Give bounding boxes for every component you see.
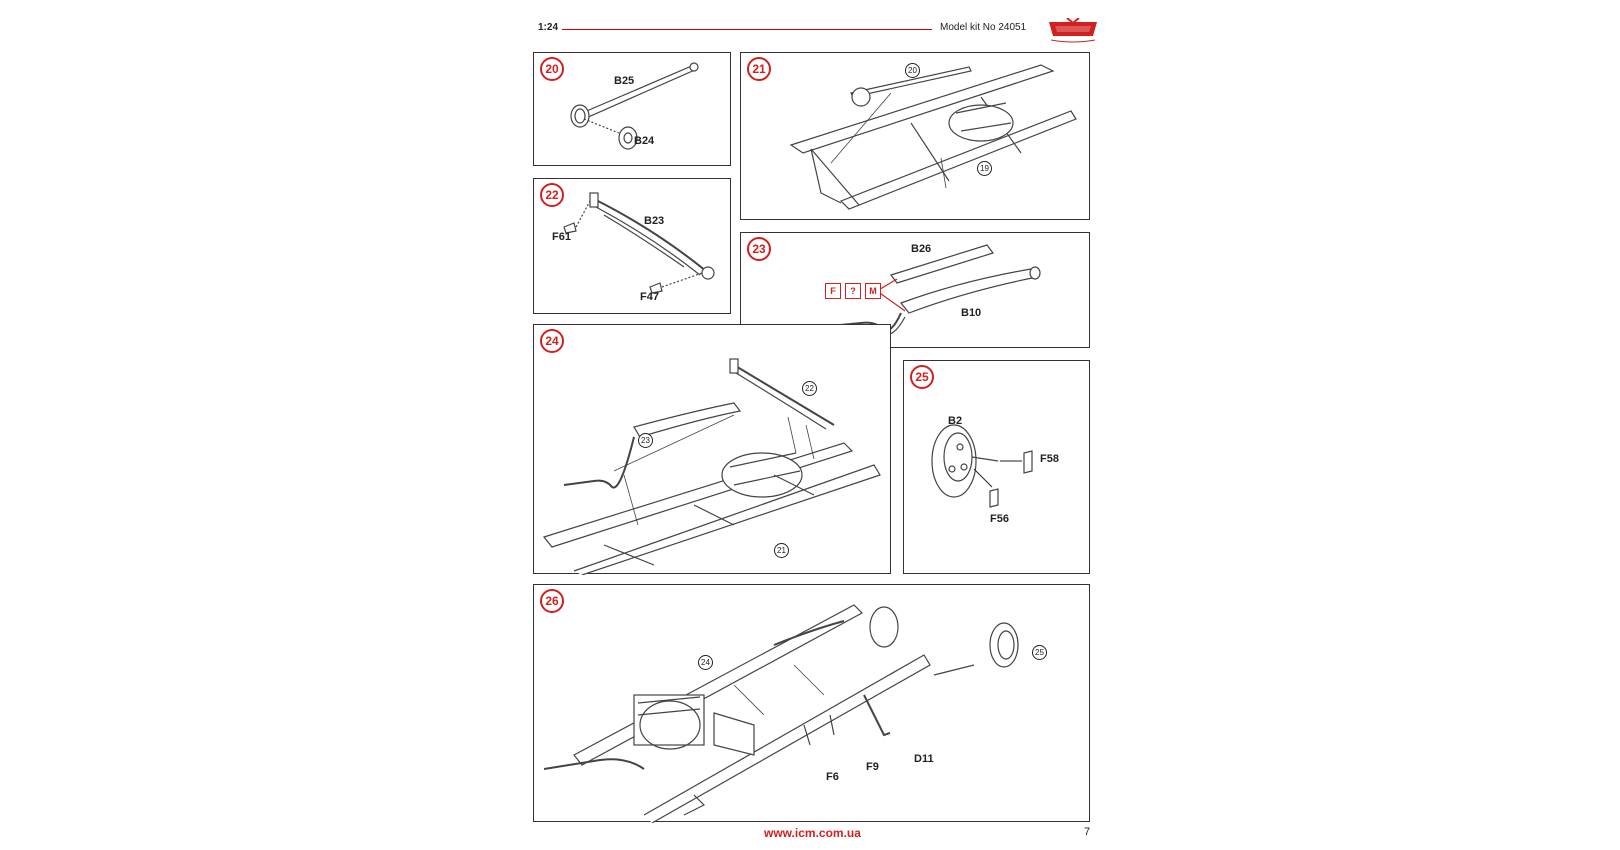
step-number: 20 — [540, 57, 564, 81]
website-link[interactable]: www.icm.com.ua — [764, 826, 861, 840]
part-label: F56 — [990, 513, 1009, 525]
part-label: B2 — [948, 415, 963, 427]
header-rule — [562, 29, 932, 30]
step-20-panel: 20 B25 B24 — [533, 52, 731, 166]
paint-code: ? — [845, 283, 861, 299]
part-label: B10 — [961, 307, 982, 319]
step-number: 22 — [540, 183, 564, 207]
step-ref: 20 — [905, 63, 920, 78]
part-label: D11 — [914, 753, 934, 765]
step-number: 26 — [540, 589, 564, 613]
step-ref: 19 — [977, 161, 992, 176]
part-label: F47 — [640, 291, 659, 303]
part-label: B26 — [911, 243, 932, 255]
icm-logo — [1049, 18, 1097, 43]
step-number: 24 — [540, 329, 564, 353]
part-label: F9 — [866, 761, 879, 773]
step-ref: 25 — [1032, 645, 1047, 660]
paint-code: M — [865, 283, 881, 299]
step-ref: 23 — [638, 433, 653, 448]
part-label: B25 — [614, 75, 635, 87]
step-number: 21 — [747, 57, 771, 81]
exhaust-illustration — [818, 244, 1041, 335]
page-number: 7 — [1084, 826, 1091, 838]
paint-code: F — [825, 283, 841, 299]
scale-label: 1:24 — [538, 22, 559, 33]
axle-shaft-illustration — [570, 62, 699, 150]
part-label: B23 — [644, 215, 665, 227]
step-25-panel: 25 B2 F58 F56 — [903, 360, 1090, 574]
step-24-panel: 24 22 23 21 — [533, 324, 891, 575]
step-26-panel: 26 24 25 D11 F6 — [533, 584, 1090, 823]
part-label: F61 — [552, 231, 571, 243]
part-label: B24 — [634, 135, 655, 147]
step-ref: 22 — [802, 381, 817, 396]
part-label: F58 — [1040, 453, 1059, 465]
full-chassis-illustration — [543, 604, 1019, 823]
step-ref: 24 — [698, 655, 713, 670]
step-number: 25 — [910, 365, 934, 389]
step-ref: 21 — [774, 543, 789, 558]
kit-number: Model kit No 24051 — [940, 22, 1027, 33]
leaf-spring-illustration — [563, 192, 715, 294]
step-22-panel: 22 B23 F61 F47 — [533, 178, 731, 314]
chassis-assembly-illustration — [542, 358, 881, 575]
brake-drum-illustration — [931, 424, 1033, 508]
step-21-panel: 21 20 19 — [740, 52, 1090, 220]
step-number: 23 — [747, 237, 771, 261]
frame-axle-illustration — [789, 64, 1077, 210]
part-label: F6 — [826, 771, 839, 783]
